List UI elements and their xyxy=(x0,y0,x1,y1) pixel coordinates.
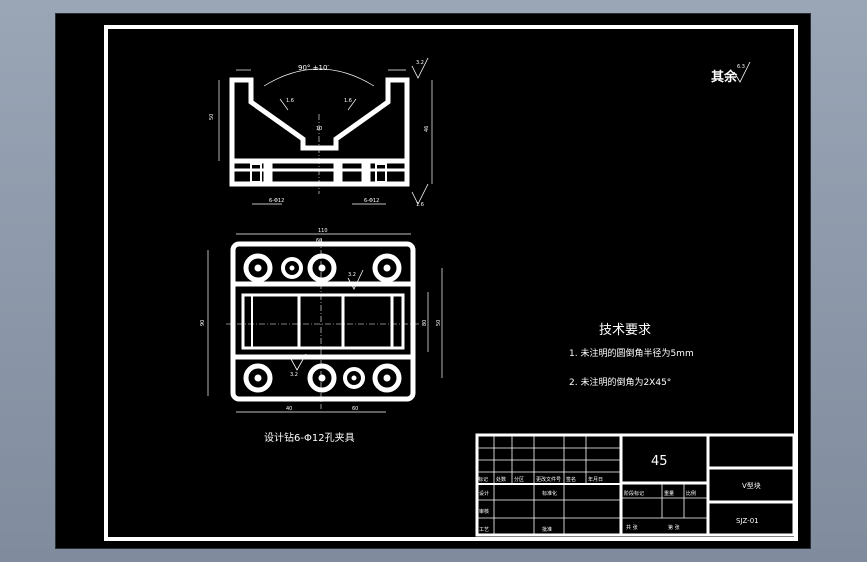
requirements-title: 技术要求 xyxy=(599,323,651,338)
drawing-viewport[interactable]: 90° ±10′ 1.6 1.6 3.2 1.6 50 46 6-Φ12 6-Φ… xyxy=(55,13,811,549)
hole-dim-right: 6-Φ12 xyxy=(364,198,379,204)
drawing-frame xyxy=(104,25,798,541)
plan-height-right-dim: 50 xyxy=(436,320,442,326)
drawing-caption: 设计钻6-Φ12孔夹具 xyxy=(264,431,355,444)
roughness-right-value: 1.6 xyxy=(344,98,352,104)
tb-material: 45 xyxy=(651,454,668,469)
tb-drawing-no: SJZ-01 xyxy=(736,517,759,525)
tb-scale: 比例 xyxy=(686,490,696,497)
tb-approve: 批准 xyxy=(542,526,552,533)
tb-part-name: V型块 xyxy=(742,481,761,490)
roughness-general-value: 6.3 xyxy=(737,64,745,70)
tb-row-label-change: 更改文件号 xyxy=(536,476,561,483)
plan-width-dim: 110 xyxy=(318,228,328,234)
front-view[interactable] xyxy=(218,57,433,205)
roughness-general-label: 其余 xyxy=(711,69,738,85)
front-height-right-dim: 46 xyxy=(424,126,430,132)
plan-roughness-value: 3.2 xyxy=(348,272,356,278)
front-height-left-dim: 50 xyxy=(209,114,215,120)
plan-inner-right-dim: 80 xyxy=(422,320,428,326)
plan-view[interactable] xyxy=(207,233,443,413)
tb-process: 工艺 xyxy=(479,527,489,533)
tb-row-label-mark: 标记 xyxy=(478,476,488,483)
tb-weight: 重量 xyxy=(664,490,674,497)
angle-dimension: 90° ±10′ xyxy=(298,64,329,72)
roughness-topright-value: 3.2 xyxy=(416,60,424,66)
tb-standardize: 标准化 xyxy=(542,490,557,497)
requirement-item-1: 1. 未注明的圆倒角半径为5mm xyxy=(569,347,694,359)
plan-height-left-dim: 90 xyxy=(200,320,206,326)
hole-dim-left: 6-Φ12 xyxy=(269,198,284,204)
plan-bottom-dim-1: 40 xyxy=(286,406,292,412)
title-block[interactable] xyxy=(475,433,796,537)
tb-review: 审核 xyxy=(479,508,489,515)
tb-row-label-date: 年月日 xyxy=(588,476,603,483)
tb-row-label-zone: 分区 xyxy=(514,476,524,483)
slot-label: 10 xyxy=(316,126,322,132)
drawing-sheet: 90° ±10′ 1.6 1.6 3.2 1.6 50 46 6-Φ12 6-Φ… xyxy=(104,25,798,541)
tb-row-label-sign: 签名 xyxy=(566,476,576,483)
roughness-symbol-icon xyxy=(733,61,751,83)
plan-bottom-dim-2: 60 xyxy=(352,406,358,412)
plan-inner-dim: 60 xyxy=(316,238,322,244)
tb-design: 设计 xyxy=(479,490,489,497)
roughness-left-value: 1.6 xyxy=(286,98,294,104)
tb-row-label-count: 处数 xyxy=(496,476,506,483)
requirement-item-2: 2. 未注明的倒角为2X45° xyxy=(569,376,671,388)
plan-roughness-low-value: 3.2 xyxy=(290,372,298,378)
tb-sheets-total: 共 张 xyxy=(626,524,638,531)
roughness-bottom-value: 1.6 xyxy=(416,202,424,208)
tb-sheet-number: 第 张 xyxy=(668,524,680,531)
tb-stage-mark: 阶段标记 xyxy=(624,490,644,497)
